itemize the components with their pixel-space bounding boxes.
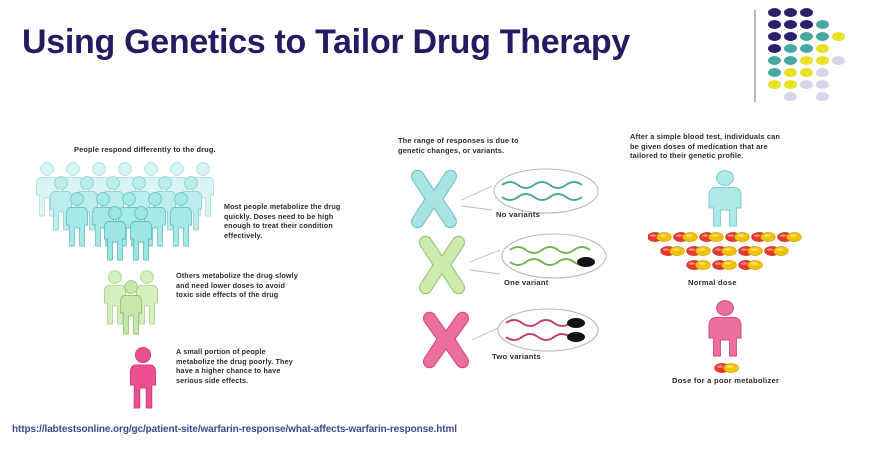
source-url-link[interactable]: https://labtestsonline.org/gc/patient-si… [12, 424, 457, 435]
logo-dot-teal [768, 56, 781, 65]
logo-dot-navy [800, 8, 813, 17]
logo-dot-none [800, 92, 813, 101]
header-divider [754, 10, 756, 102]
logo-dot-yellow [816, 56, 829, 65]
logo-dot-teal [800, 32, 813, 41]
logo-dot-none [832, 68, 845, 77]
logo-dot-teal [784, 56, 797, 65]
middle-column-headline: The range of responses is due to genetic… [398, 136, 519, 155]
normal-dose-label: Normal dose [688, 278, 737, 287]
fast-metabolizer-crowd [35, 162, 215, 261]
logo-dot-row [768, 56, 860, 68]
logo-dot-lavender [800, 80, 813, 89]
logo-dot-lavender [816, 92, 829, 101]
logo-dot-none [832, 80, 845, 89]
logo-dot-lavender [784, 92, 797, 101]
logo-dot-none [832, 20, 845, 29]
left-column-headline: People respond differently to the drug. [74, 145, 216, 154]
logo-dot-yellow [800, 68, 813, 77]
logo-dot-lavender [816, 80, 829, 89]
poor-metabolizer-figure [129, 346, 157, 409]
logo-dot-teal [768, 68, 781, 77]
variant-illustration-none [411, 168, 599, 229]
logo-dot-navy [768, 44, 781, 53]
logo-dot-none [768, 92, 781, 101]
logo-dot-none [832, 92, 845, 101]
logo-dot-row [768, 32, 860, 44]
poor-dose-label: Dose for a poor metabolizer [672, 376, 780, 385]
logo-dot-yellow [816, 44, 829, 53]
poor-metabolizer-caption: A small portion of people metabolize the… [176, 347, 293, 385]
logo-dot-navy [768, 8, 781, 17]
logo-dot-none [832, 44, 845, 53]
logo-dot-row [768, 44, 860, 56]
logo-dot-navy [768, 32, 781, 41]
variant-illustration-two [423, 308, 599, 369]
poor-metabolizer-person [708, 300, 742, 357]
slow-metabolizer-group [103, 270, 159, 335]
fast-metabolizer-caption: Most people metabolize the drug quickly.… [224, 202, 341, 240]
column-tailored-dosing: After a simple blood test, individuals c… [626, 118, 856, 418]
variant-label-two: Two variants [492, 352, 541, 361]
variant-label-one: One variant [504, 278, 549, 287]
dot-matrix-logo [768, 8, 860, 104]
logo-dot-navy [784, 32, 797, 41]
logo-dot-yellow [768, 80, 781, 89]
logo-dot-navy [784, 8, 797, 17]
logo-dot-yellow [784, 80, 797, 89]
logo-dot-row [768, 80, 860, 92]
logo-dot-none [832, 8, 845, 17]
logo-dot-yellow [832, 32, 845, 41]
logo-dot-teal [784, 44, 797, 53]
logo-dot-row [768, 68, 860, 80]
slide-header: Using Genetics to Tailor Drug Therapy [0, 0, 870, 118]
logo-dot-row [768, 8, 860, 20]
logo-dot-yellow [800, 56, 813, 65]
variant-illustration-one [419, 233, 607, 295]
normal-metabolizer-figure [708, 170, 742, 227]
right-column-headline: After a simple blood test, individuals c… [630, 132, 781, 160]
slide-bottom-strip [0, 452, 870, 470]
logo-dot-teal [816, 32, 829, 41]
logo-dot-navy [784, 20, 797, 29]
logo-dot-lavender [816, 68, 829, 77]
logo-dot-navy [768, 20, 781, 29]
logo-dot-lavender [832, 56, 845, 65]
logo-dot-navy [800, 20, 813, 29]
infographic-body: People respond differently to the drug. [0, 118, 870, 418]
page-title: Using Genetics to Tailor Drug Therapy [22, 23, 630, 61]
logo-dot-row [768, 20, 860, 32]
logo-dot-teal [816, 20, 829, 29]
logo-dot-yellow [784, 68, 797, 77]
variant-label-none: No variants [496, 210, 541, 219]
logo-dot-teal [800, 44, 813, 53]
poor-dose-pills [714, 363, 739, 373]
logo-dot-none [816, 8, 829, 17]
slow-metabolizer-caption: Others metabolize the drug slowly and ne… [176, 271, 298, 299]
column-genetic-variants: The range of responses is due to genetic… [392, 118, 622, 418]
column-people-response: People respond differently to the drug. [24, 118, 374, 418]
logo-dot-row [768, 92, 860, 104]
